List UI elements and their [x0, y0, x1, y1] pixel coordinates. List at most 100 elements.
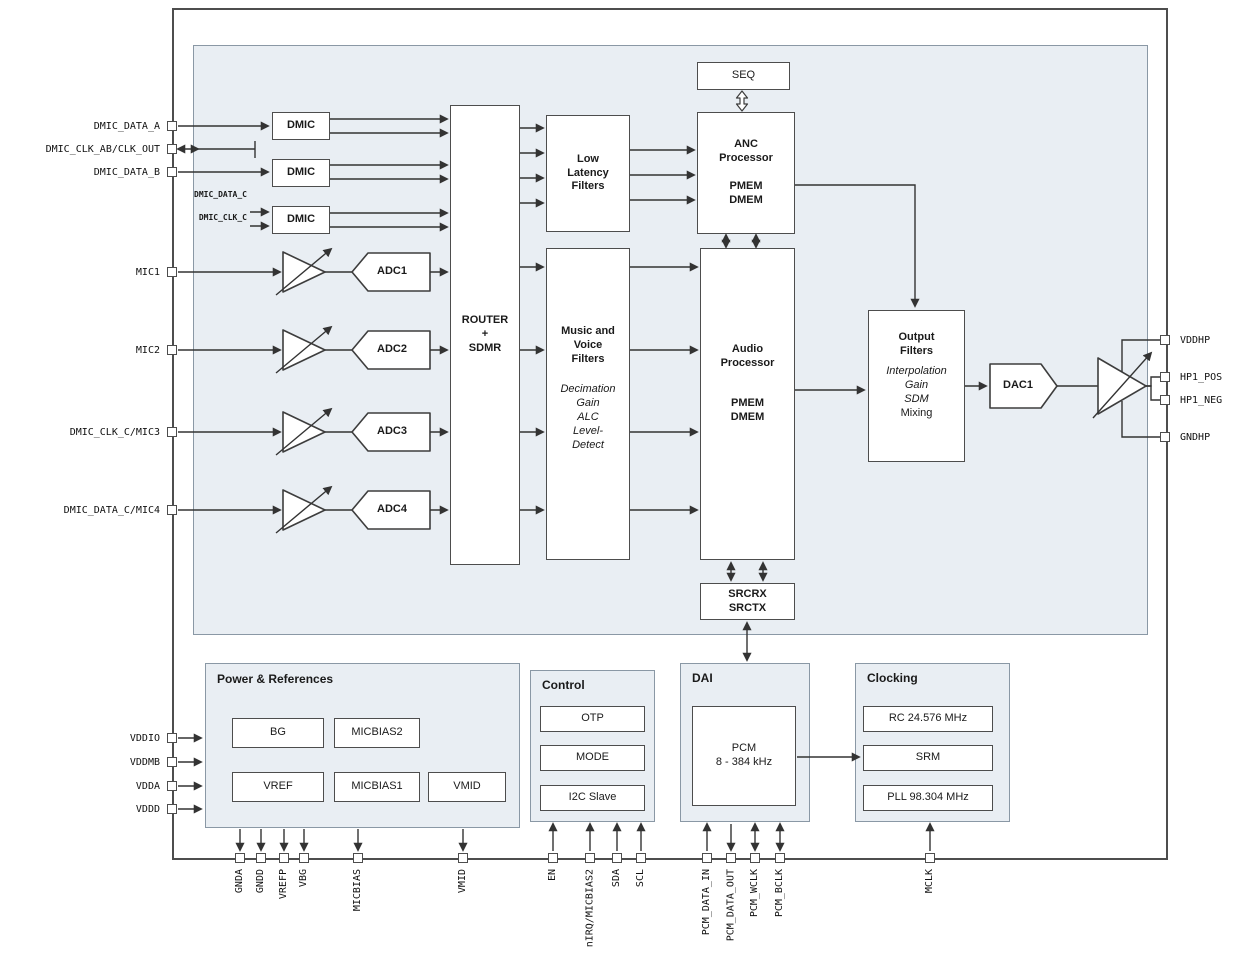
pin-micbias	[353, 853, 363, 863]
low-latency-label: Low Latency Filters	[567, 152, 609, 193]
pin-label-pcm-data-out: PCM_DATA_OUT	[725, 869, 736, 942]
src-block: SRCRX SRCTX	[700, 583, 795, 620]
music-voice-title: Music and Voice Filters	[561, 325, 615, 366]
mode-block: MODE	[540, 745, 645, 771]
router-label: ROUTER + SDMR	[461, 314, 509, 354]
seq-block: SEQ	[697, 62, 790, 90]
pin-label-vmid: VMID	[457, 869, 468, 894]
dmic-c-block: DMIC	[272, 206, 330, 234]
pin-label-gndd: GNDD	[255, 869, 266, 894]
vmid-block: VMID	[428, 772, 506, 802]
src-label: SRCRX SRCTX	[728, 587, 767, 614]
output-mixing-label: Mixing	[900, 406, 933, 419]
micbias1-block: MICBIAS1	[334, 772, 420, 802]
output-filters-block: Output Filters Interpolation Gain SDM Mi…	[868, 310, 965, 462]
pin-label-mic1: MIC1	[135, 267, 160, 278]
pin-pcm-data-in	[702, 853, 712, 863]
i2c-slave-label: I2C Slave	[568, 791, 617, 804]
audio-mem-label: PMEM DMEM	[730, 397, 765, 423]
pin-label-scl: SCL	[635, 869, 646, 888]
micbias2-block: MICBIAS2	[334, 718, 420, 748]
bg-label: BG	[270, 726, 286, 739]
music-voice-detail: Decimation Gain ALC Level- Detect	[560, 383, 616, 451]
anc-processor-block: ANC Processor PMEM DMEM	[697, 112, 795, 234]
music-voice-filters-block: Music and Voice Filters Decimation Gain …	[546, 248, 630, 560]
otp-label: OTP	[581, 712, 604, 725]
pin-label-sda: SDA	[611, 869, 622, 888]
seq-label: SEQ	[731, 69, 756, 82]
vref-block: VREF	[232, 772, 324, 802]
micbias1-label: MICBIAS1	[351, 780, 403, 793]
pin-label-gndhp: GNDHP	[1180, 432, 1211, 443]
pin-gndd	[256, 853, 266, 863]
control-title: Control	[542, 678, 585, 692]
adc4-label: ADC4	[377, 503, 407, 515]
dai-title: DAI	[692, 671, 713, 685]
output-filters-title: Output Filters	[898, 331, 935, 358]
pin-pcm-bclk	[775, 853, 785, 863]
pin-dmic-data-b	[167, 167, 177, 177]
pin-gndhp	[1160, 432, 1170, 442]
i2c-slave-block: I2C Slave	[540, 785, 645, 811]
pin-mic2	[167, 345, 177, 355]
pin-en	[548, 853, 558, 863]
mode-label: MODE	[576, 751, 609, 764]
dmic-b-block: DMIC	[272, 159, 330, 187]
rc-oscillator-label: RC 24.576 MHz	[888, 712, 968, 725]
pin-nirq-micbias2	[585, 853, 595, 863]
pin-label-gnda: GNDA	[234, 869, 245, 894]
bg-block: BG	[232, 718, 324, 748]
pin-mic1	[167, 267, 177, 277]
pin-label-vdda: VDDA	[135, 781, 160, 792]
pin-label-vddhp: VDDHP	[1180, 335, 1211, 346]
pin-label-pcm-bclk: PCM_BCLK	[774, 869, 785, 918]
pin-vbg	[299, 853, 309, 863]
pin-label-mclk: MCLK	[924, 869, 935, 894]
adc2-label: ADC2	[377, 343, 407, 355]
pin-label-nirq-micbias2: nIRQ/MICBIAS2	[584, 869, 595, 948]
dmic-a-block: DMIC	[272, 112, 330, 140]
pin-label-dmic-data-c-mic4: DMIC_DATA_C/MIC4	[63, 505, 160, 516]
pin-mclk	[925, 853, 935, 863]
audio-processor-block: Audio Processor PMEM DMEM	[700, 248, 795, 560]
pin-label-mic2: MIC2	[135, 345, 160, 356]
dmic-a-label: DMIC	[286, 119, 316, 132]
pin-dmic-clk-c-mic3	[167, 427, 177, 437]
low-latency-filters-block: Low Latency Filters	[546, 115, 630, 232]
pin-hp1-neg	[1160, 395, 1170, 405]
pin-dmic-data-a	[167, 121, 177, 131]
pin-dmic-data-c-mic4	[167, 505, 177, 515]
output-filters-detail: Interpolation Gain SDM	[886, 365, 947, 405]
pin-vddd	[167, 804, 177, 814]
pin-label-vddmb: VDDMB	[129, 757, 160, 768]
pin-label-dmic-clk-c-mic3: DMIC_CLK_C/MIC3	[69, 427, 160, 438]
vmid-label: VMID	[453, 780, 481, 793]
pin-label-dmic-clk-ab: DMIC_CLK_AB/CLK_OUT	[45, 144, 160, 155]
pin-dmic-clk-ab	[167, 144, 177, 154]
dmic-data-c-internal-label: DMIC_DATA_C	[194, 190, 247, 199]
pin-vrefp	[279, 853, 289, 863]
pin-label-en: EN	[547, 869, 558, 882]
pin-scl	[636, 853, 646, 863]
srm-label: SRM	[915, 751, 941, 764]
pin-vdda	[167, 781, 177, 791]
pin-pcm-wclk	[750, 853, 760, 863]
pin-hp1-pos	[1160, 372, 1170, 382]
pin-label-vrefp: VREFP	[278, 869, 289, 900]
audio-title: Audio Processor	[720, 343, 775, 370]
dmic-clk-c-internal-label: DMIC_CLK_C	[198, 213, 247, 222]
pin-sda	[612, 853, 622, 863]
pin-vddmb	[167, 757, 177, 767]
pin-label-pcm-wclk: PCM_WCLK	[749, 869, 760, 918]
anc-title: ANC Processor	[719, 138, 773, 165]
clocking-title: Clocking	[867, 671, 918, 685]
pcm-label: PCM 8 - 384 kHz	[715, 742, 773, 768]
pin-label-vddio: VDDIO	[129, 733, 160, 744]
adc1-label: ADC1	[377, 265, 407, 277]
pin-gnda	[235, 853, 245, 863]
anc-mem-label: PMEM DMEM	[729, 180, 763, 206]
pin-label-micbias: MICBIAS	[352, 869, 363, 912]
dac1-label: DAC1	[1003, 379, 1033, 391]
pin-label-hp1-pos: HP1_POS	[1180, 372, 1223, 383]
